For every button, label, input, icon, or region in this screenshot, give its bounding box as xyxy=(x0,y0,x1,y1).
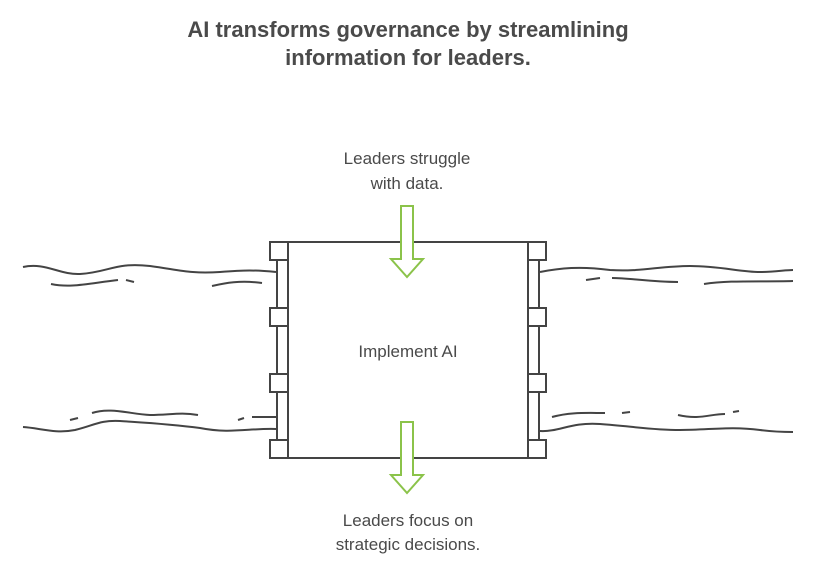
diagram-title-line2: information for leaders. xyxy=(285,45,531,70)
input-label-line2: with data. xyxy=(370,174,444,193)
output-label-line2: strategic decisions. xyxy=(336,535,481,554)
input-arrow-down-icon xyxy=(388,205,426,279)
output-label-line1: Leaders focus on xyxy=(343,511,473,530)
input-label-line1: Leaders struggle xyxy=(344,149,471,168)
river-left xyxy=(22,264,277,433)
river-right xyxy=(539,264,794,433)
diagram-title-line1: AI transforms governance by streamlining xyxy=(187,17,628,42)
output-arrow-down-icon xyxy=(388,421,426,495)
center-label: Implement AI xyxy=(358,342,457,361)
